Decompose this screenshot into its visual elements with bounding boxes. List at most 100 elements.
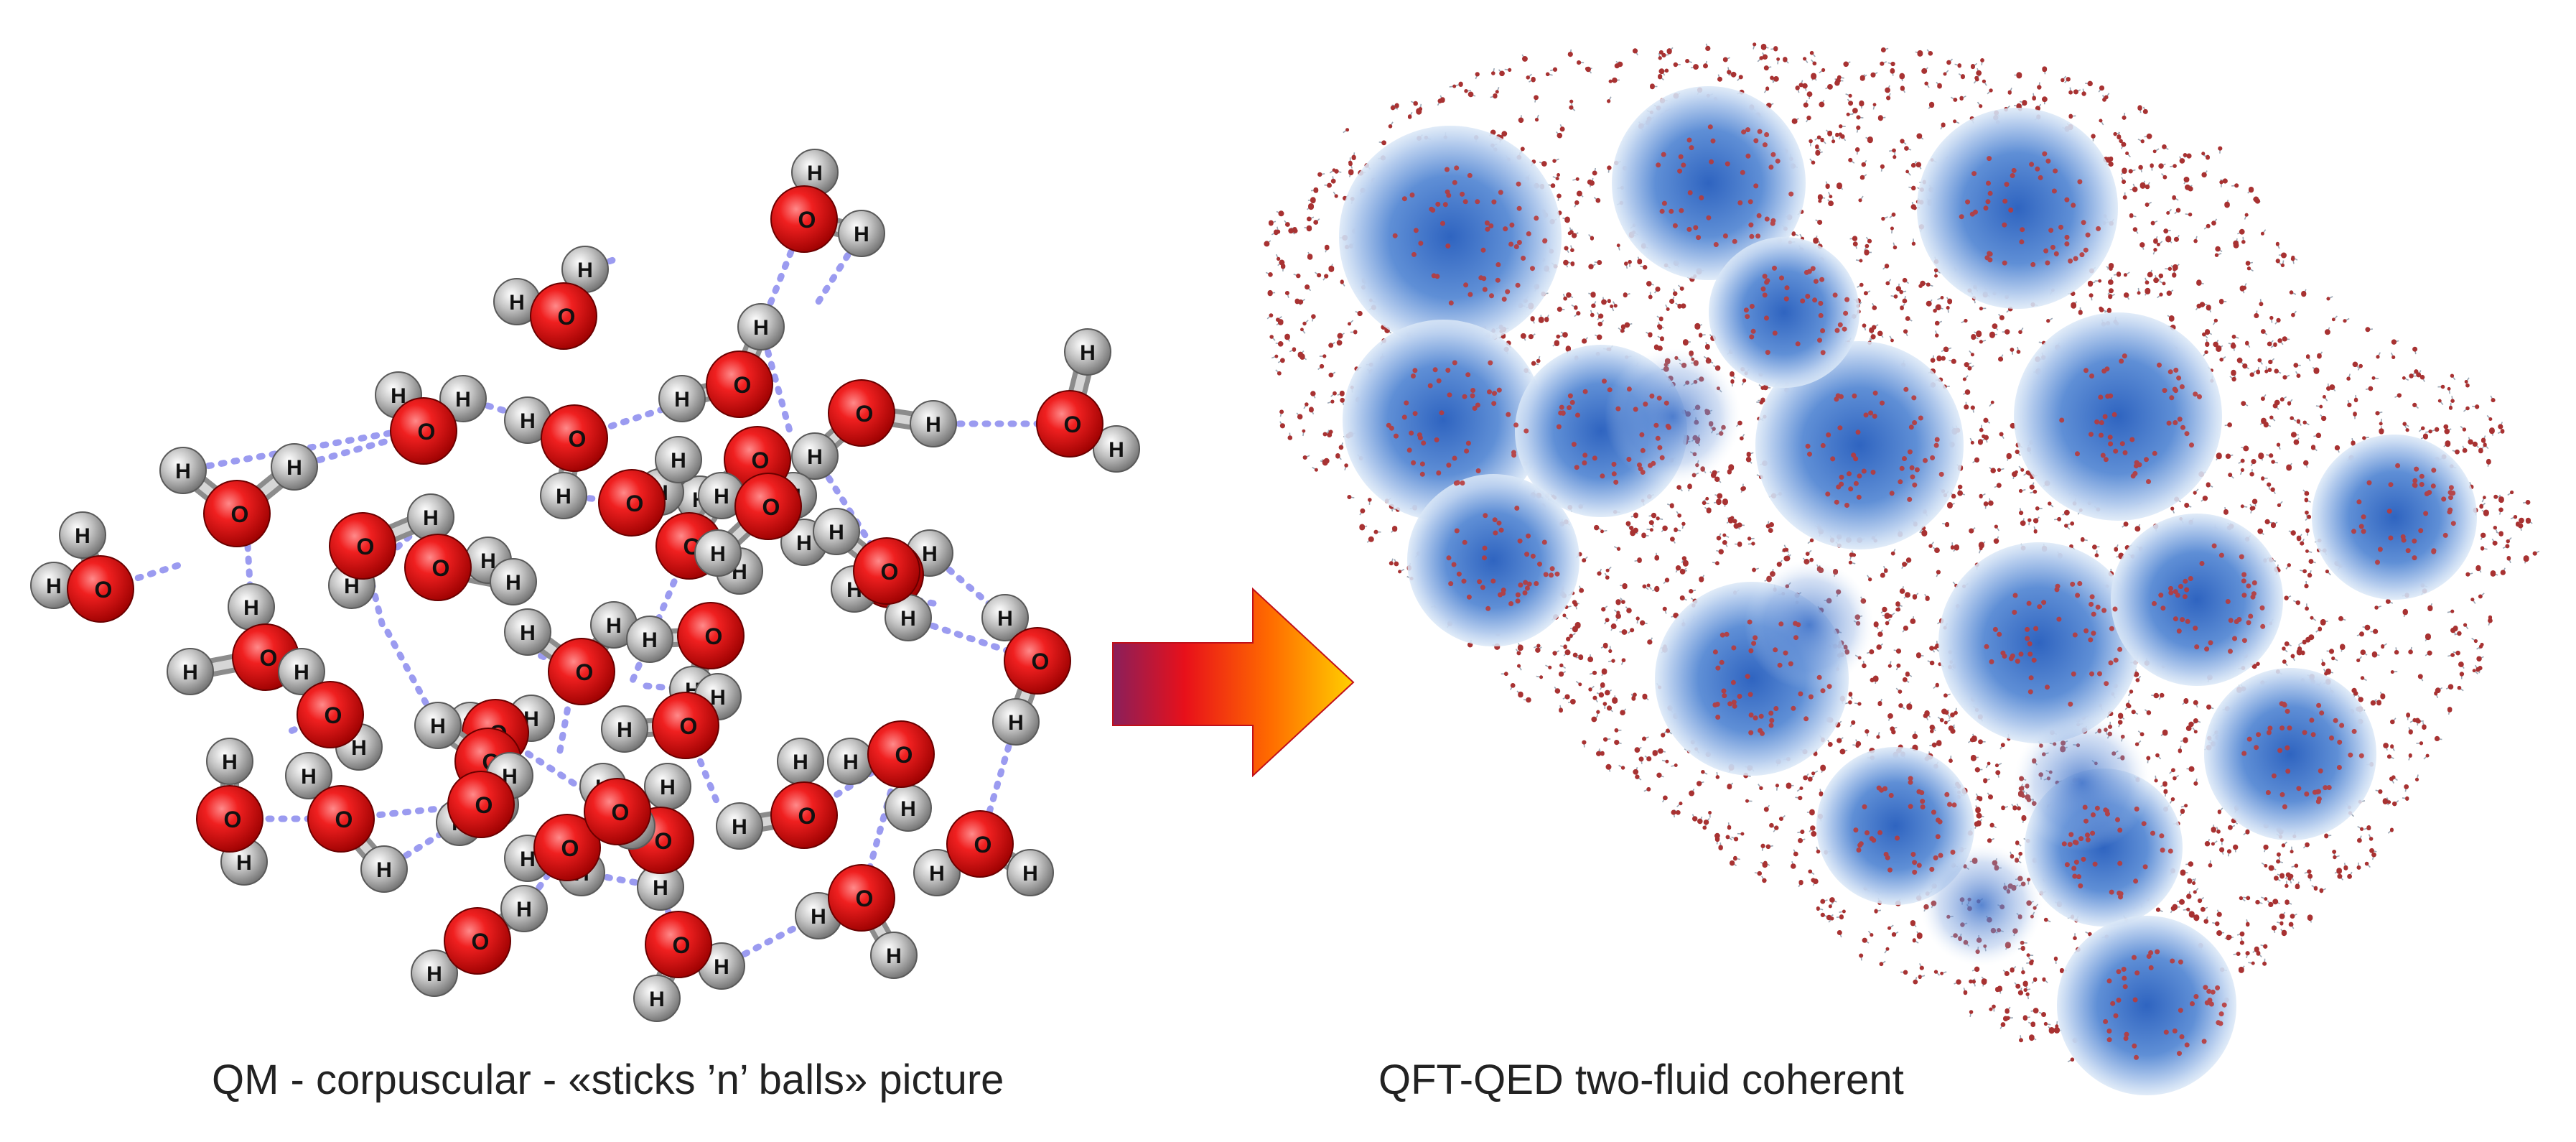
hydrogen-atom: [694, 529, 742, 577]
oxygen-atom: [444, 907, 511, 975]
coherent-domain: [1407, 474, 1579, 646]
hydrogen-atom: [655, 436, 702, 483]
coherent-domain-faint: [1921, 844, 2043, 966]
water-molecule: HHO: [411, 885, 548, 997]
coherent-domain: [1343, 320, 1544, 521]
hydrogen-label: H: [286, 456, 302, 480]
hydrogen-atom: [813, 508, 860, 555]
coherent-domain: [1755, 341, 1964, 549]
hydrogen-label: H: [351, 736, 367, 760]
oxygen-label: O: [475, 792, 493, 818]
hydrogen-atom: [504, 608, 551, 656]
coherent-domains-illustration: [1264, 42, 2540, 1095]
hydrogen-label: H: [900, 797, 916, 821]
hydrogen-atom: [439, 375, 487, 422]
hydrogen-atom: [658, 375, 706, 422]
hydrogen-atom: [490, 558, 537, 605]
oxygen-label: O: [734, 372, 752, 398]
hydrogen-atom: [981, 594, 1029, 641]
caption-left: QM - corpuscular - «sticks ’n’ balls» pi…: [212, 1057, 1004, 1103]
hydrogen-atom: [1093, 425, 1140, 473]
hydrogen-label: H: [520, 848, 536, 871]
oxygen-label: O: [752, 447, 770, 473]
coherent-domains: [1339, 86, 2477, 1095]
water-molecule: HHO: [633, 911, 745, 1022]
coherent-domain: [1917, 108, 2118, 309]
oxygen-atom: [706, 351, 773, 418]
hydrogen-label: H: [829, 521, 844, 544]
hydrogen-bond: [122, 560, 187, 585]
oxygen-atom: [734, 473, 802, 540]
hydrogen-bond: [179, 427, 406, 474]
oxygen-label: O: [561, 835, 579, 861]
oxygen-atom: [770, 781, 838, 849]
oxygen-atom: [548, 638, 615, 705]
hydrogen-atom: [159, 447, 207, 494]
water-molecule: HHO: [827, 720, 935, 832]
hydrogen-label: H: [480, 549, 496, 573]
coherent-domain: [2014, 312, 2222, 521]
hydrogen-atom: [59, 511, 106, 559]
hydrogen-bond: [291, 427, 427, 470]
oxygen-atom: [203, 480, 271, 547]
oxygen-label: O: [472, 929, 490, 955]
oxygen-label: O: [357, 534, 375, 560]
hydrogen-label: H: [925, 413, 941, 437]
coherent-domain: [1612, 86, 1806, 280]
hydrogen-label: H: [807, 445, 823, 469]
hydrogen-label: H: [344, 575, 360, 598]
oxygen-atom: [307, 785, 375, 853]
oxygen-label: O: [974, 832, 992, 858]
hydrogen-label: H: [556, 485, 571, 509]
hydrogen-label: H: [423, 506, 439, 530]
hydrogen-label: H: [997, 607, 1013, 631]
oxygen-atom: [770, 185, 838, 253]
hydrogen-atom: [540, 472, 587, 519]
hydrogen-label: H: [301, 765, 317, 789]
water-molecule: HHO: [579, 763, 655, 850]
oxygen-label: O: [558, 304, 576, 330]
water-molecules: HHOHHOHHOHHOHHOHHOHHOHHOHHOHHOHHOHHOHHOH…: [30, 149, 1140, 1022]
hydrogen-label: H: [617, 718, 633, 742]
water-molecule: HHO: [436, 752, 533, 846]
oxygen-atom: [329, 512, 396, 580]
oxygen-atom: [404, 534, 472, 601]
hydrogen-atom: [601, 705, 648, 753]
hydrogen-label: H: [811, 905, 826, 929]
hydrogen-atom: [870, 932, 918, 979]
water-cluster-illustration: HHOHHOHHOHHOHHOHHOHHOHHOHHOHHOHHOHHOHHOH…: [30, 149, 1140, 1022]
hydrogen-atom: [626, 616, 673, 663]
hydrogen-label: H: [455, 388, 471, 412]
hydrogen-label: H: [175, 460, 191, 483]
hydrogen-atom: [1007, 849, 1054, 896]
hydrogen-label: H: [922, 542, 938, 566]
water-molecule: HHO: [770, 149, 885, 257]
oxygen-atom: [1036, 390, 1103, 458]
oxygen-atom: [946, 810, 1014, 878]
hydrogen-label: H: [236, 851, 252, 875]
coherent-domain: [1709, 237, 1859, 388]
water-molecule: HHO: [504, 396, 608, 519]
oxygen-label: O: [680, 713, 698, 739]
coherent-domain: [1339, 126, 1562, 348]
hydrogen-label: H: [929, 862, 945, 886]
oxygen-label: O: [260, 645, 278, 671]
oxygen-label: O: [1064, 412, 1082, 437]
hydrogen-atom: [913, 849, 961, 896]
hydrogen-label: H: [391, 384, 406, 408]
oxygen-label: O: [231, 501, 249, 527]
oxygen-label: O: [881, 559, 899, 585]
oxygen-label: O: [673, 932, 691, 958]
hydrogen-atom: [716, 802, 763, 850]
oxygen-label: O: [798, 803, 816, 829]
oxygen-atom: [867, 720, 935, 788]
hydrogen-label: H: [516, 898, 532, 922]
hydrogen-atom: [737, 303, 785, 351]
oxygen-atom: [297, 681, 364, 748]
oxygen-atom: [196, 785, 263, 853]
coherent-domain: [2057, 916, 2236, 1095]
hydrogen-label: H: [807, 162, 823, 185]
oxygen-atom: [584, 778, 651, 845]
